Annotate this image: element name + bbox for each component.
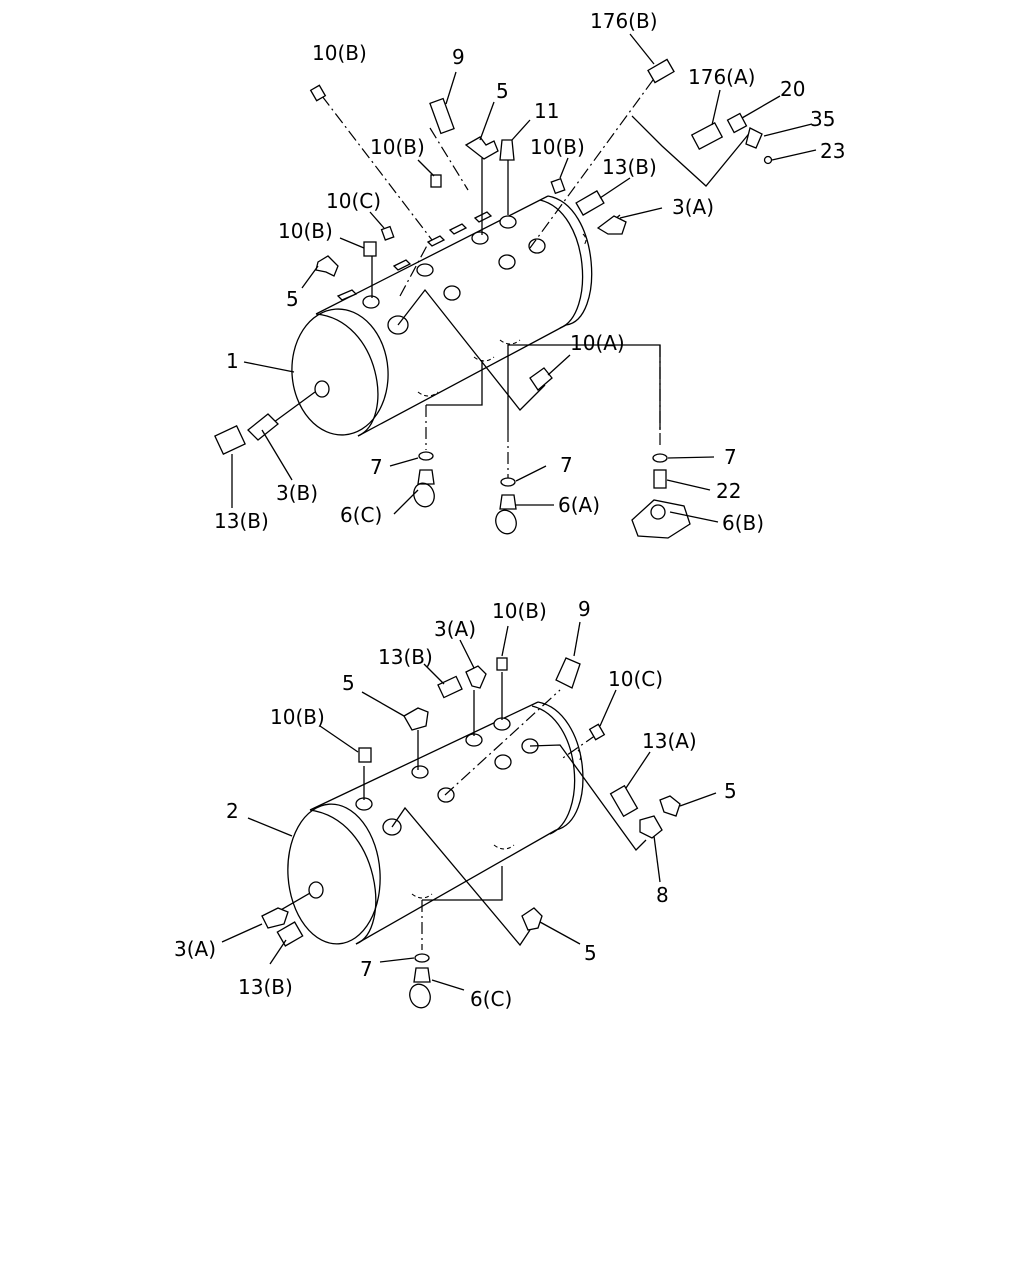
- drain-valve-6a: [499, 494, 517, 510]
- label-13b-left-2: 13(B): [238, 975, 293, 999]
- sensor-9-bottom: [555, 657, 581, 689]
- coupling-13b-top-2: [437, 675, 463, 699]
- label-6c-bottom: 6(C): [470, 987, 512, 1011]
- label-10b-top-left: 10(B): [312, 41, 367, 65]
- label-5-top-2: 5: [342, 671, 355, 695]
- label-7-bottom: 7: [360, 957, 373, 981]
- label-3a-top-2: 3(A): [434, 617, 476, 641]
- coupling-13b-left-2: [276, 921, 304, 947]
- label-10c-2: 10(C): [608, 667, 663, 691]
- label-13b-top: 13(B): [602, 155, 657, 179]
- washer-7-bottom: [414, 953, 430, 963]
- nut-10a: [529, 367, 553, 391]
- tank-1-labels: 176(B) 10(B) 9 5 11 176(A) 20 35 23 10(B…: [214, 9, 845, 535]
- elbow-5-top-2: [403, 707, 429, 731]
- tee-35: [745, 127, 763, 149]
- plug-10b-left: [363, 241, 377, 257]
- label-9: 9: [452, 45, 465, 69]
- label-20: 20: [780, 77, 805, 101]
- label-5-left: 5: [286, 287, 299, 311]
- tank-2-assembly: 9 3(A) 10(B) 13(B) 5 10(C) 10(B) 13(A) 5…: [174, 597, 737, 1011]
- drain-valve-6c-bottom: [413, 967, 431, 983]
- tank-1-label-pointers: [231, 33, 817, 523]
- drain-valve-6c-top: [417, 469, 435, 485]
- tank-2-body: [287, 701, 584, 945]
- label-tank-2: 2: [226, 799, 239, 823]
- tank-2-fittings: [261, 657, 681, 1009]
- label-6a: 6(A): [558, 493, 600, 517]
- label-10b-top-2: 10(B): [492, 599, 547, 623]
- tee-8: [639, 815, 663, 839]
- plug-10b-top-2: [496, 657, 508, 671]
- label-3a-top: 3(A): [672, 195, 714, 219]
- elbow-5-top: [464, 136, 499, 160]
- connector-176b: [647, 58, 675, 84]
- label-7-right: 7: [724, 445, 737, 469]
- connector-3b: [247, 413, 279, 441]
- label-13b-top-2: 13(B): [378, 645, 433, 669]
- coupling-13b-top: [575, 190, 605, 216]
- label-5-right-2: 5: [724, 779, 737, 803]
- label-6c-top: 6(C): [340, 503, 382, 527]
- coupling-13b-left: [214, 425, 246, 455]
- washer-7-left: [418, 451, 434, 461]
- label-10b-upper: 10(B): [370, 135, 425, 159]
- elbow-3a-left-2: [261, 907, 289, 929]
- tank-2-leader-lines: [271, 672, 647, 950]
- label-10b-left: 10(B): [278, 219, 333, 243]
- elbow-5-bottom: [521, 907, 543, 931]
- label-11: 11: [534, 99, 559, 123]
- label-6b: 6(B): [722, 511, 764, 535]
- tank-1-body: [291, 195, 593, 437]
- plug-10c-2: [588, 723, 606, 741]
- tank-1-leader-lines: [269, 79, 753, 480]
- label-9-bottom: 9: [578, 597, 591, 621]
- adapter-22: [653, 469, 667, 489]
- tank-1-assembly: 176(B) 10(B) 9 5 11 176(A) 20 35 23 10(B…: [214, 9, 845, 539]
- label-23: 23: [820, 139, 845, 163]
- plug-10b-left-2: [358, 747, 372, 763]
- plug-10b-right: [550, 177, 566, 195]
- tank-2-label-pointers: [221, 621, 717, 991]
- coupling-13a: [609, 784, 639, 818]
- label-35: 35: [810, 107, 835, 131]
- tank-1-fittings: [214, 58, 773, 539]
- label-10b-right: 10(B): [530, 135, 585, 159]
- label-10c: 10(C): [326, 189, 381, 213]
- washer-7-right: [652, 453, 668, 463]
- fitting-11: [499, 139, 515, 161]
- elbow-5-right-2: [659, 795, 681, 817]
- label-13b-left: 13(B): [214, 509, 269, 533]
- elbow-5-left: [315, 255, 339, 277]
- label-8: 8: [656, 883, 669, 907]
- label-tank-1: 1: [226, 349, 239, 373]
- fitting-20: [726, 112, 748, 134]
- label-10b-left-2: 10(B): [270, 705, 325, 729]
- elbow-3a-top-2: [465, 665, 487, 689]
- label-10a: 10(A): [570, 331, 625, 355]
- label-176a: 176(A): [688, 65, 755, 89]
- label-5-top: 5: [496, 79, 509, 103]
- label-3b: 3(B): [276, 481, 318, 505]
- plug-10b-top-left: [309, 84, 327, 102]
- label-13a: 13(A): [642, 729, 697, 753]
- tank-2-labels: 9 3(A) 10(B) 13(B) 5 10(C) 10(B) 13(A) 5…: [174, 597, 737, 1011]
- label-22: 22: [716, 479, 741, 503]
- washer-7-middle: [500, 477, 516, 487]
- elbow-3a-top: [596, 215, 627, 235]
- label-7-middle: 7: [560, 453, 573, 477]
- cap-23: [763, 155, 773, 165]
- plug-10c-top: [380, 225, 395, 241]
- label-7-left: 7: [370, 455, 383, 479]
- label-3a-left-2: 3(A): [174, 937, 216, 961]
- label-5-bottom: 5: [584, 941, 597, 965]
- plug-10b-upper: [430, 174, 442, 188]
- sensor-9: [429, 97, 455, 135]
- coupling-176a: [690, 121, 724, 151]
- label-176b: 176(B): [590, 9, 658, 33]
